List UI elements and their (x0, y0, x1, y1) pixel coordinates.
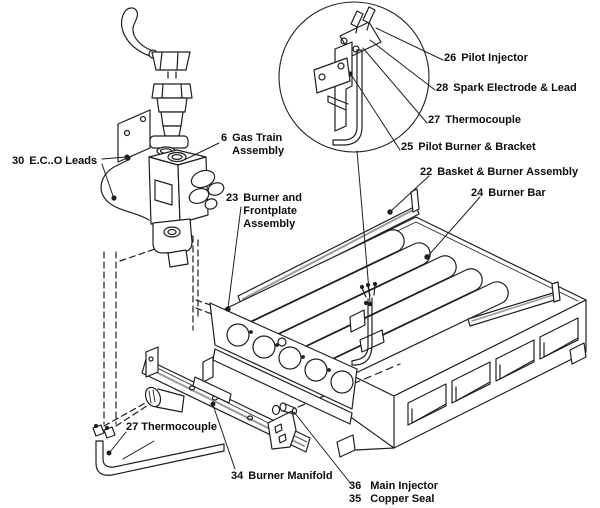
part-label-28-spark-electrode: 28 Spark Electrode & Lead (436, 82, 577, 95)
burner-manifold-drawing (141, 346, 401, 453)
leader-lines (101, 27, 481, 485)
part-name: E.C..O Leads (29, 155, 98, 167)
part-name: Copper Seal (370, 493, 435, 505)
part-name: Main Injector (370, 480, 439, 492)
part-number: 25 (401, 141, 414, 153)
pilot-detail-inset (278, 1, 430, 153)
part-name: Pilot Injector (461, 52, 528, 64)
part-number: 6 (221, 132, 228, 144)
part-number: 36 (349, 480, 362, 492)
part-label-24-burner-bar: 24 Burner Bar (471, 187, 546, 200)
part-label-22-basket-burner-assembly: 22 Basket & Burner Assembly (420, 166, 578, 179)
part-number: 30 (12, 155, 25, 167)
part-label-6-gas-train-assembly: 6 Gas Train Assembly (221, 132, 292, 158)
part-number: 27 (126, 421, 139, 433)
part-number: 28 (436, 82, 449, 94)
part-name: Basket & Burner Assembly (437, 166, 579, 178)
thermocouple-drawing (92, 423, 225, 476)
part-number: 27 (428, 114, 441, 126)
part-name: Spark Electrode & Lead (453, 82, 577, 94)
part-label-36-main-injector: 36 Main Injector (349, 480, 438, 493)
part-name: Thermocouple (141, 421, 218, 433)
part-label-35-copper-seal: 35 Copper Seal (349, 493, 434, 506)
part-number: 34 (231, 470, 244, 482)
part-number: 23 (226, 192, 239, 204)
eco-leads-drawing (100, 155, 150, 221)
part-label-25-pilot-burner-bracket: 25 Pilot Burner & Bracket (401, 141, 536, 154)
part-label-23-burner-frontplate: 23 Burner and Frontplate Assembly (226, 192, 317, 231)
part-label-27-thermocouple-inset: 27 Thermocouple (428, 114, 521, 127)
part-label-27-thermocouple: 27 Thermocouple (126, 421, 217, 434)
part-name: Burner Manifold (248, 470, 333, 482)
part-label-30-eco-leads: 30 E.C..O Leads (12, 155, 97, 168)
gas-train-assembly-drawing (100, 7, 225, 268)
part-number: 35 (349, 493, 362, 505)
part-label-34-burner-manifold: 34 Burner Manifold (231, 470, 333, 483)
part-number: 22 (420, 166, 433, 178)
part-number: 26 (444, 52, 457, 64)
part-name: Pilot Burner & Bracket (418, 141, 536, 153)
part-number: 24 (471, 187, 484, 199)
part-name: Burner Bar (488, 187, 546, 199)
part-name: Thermocouple (445, 114, 522, 126)
pilot-burner-in-tray-drawing (349, 281, 385, 366)
part-label-26-pilot-injector: 26 Pilot Injector (444, 52, 528, 65)
burner-frontplate-drawing (192, 302, 395, 449)
vent-slots (407, 317, 579, 426)
part-name: Gas Train Assembly (232, 132, 285, 157)
part-name: Burner and Frontplate Assembly (243, 192, 302, 230)
